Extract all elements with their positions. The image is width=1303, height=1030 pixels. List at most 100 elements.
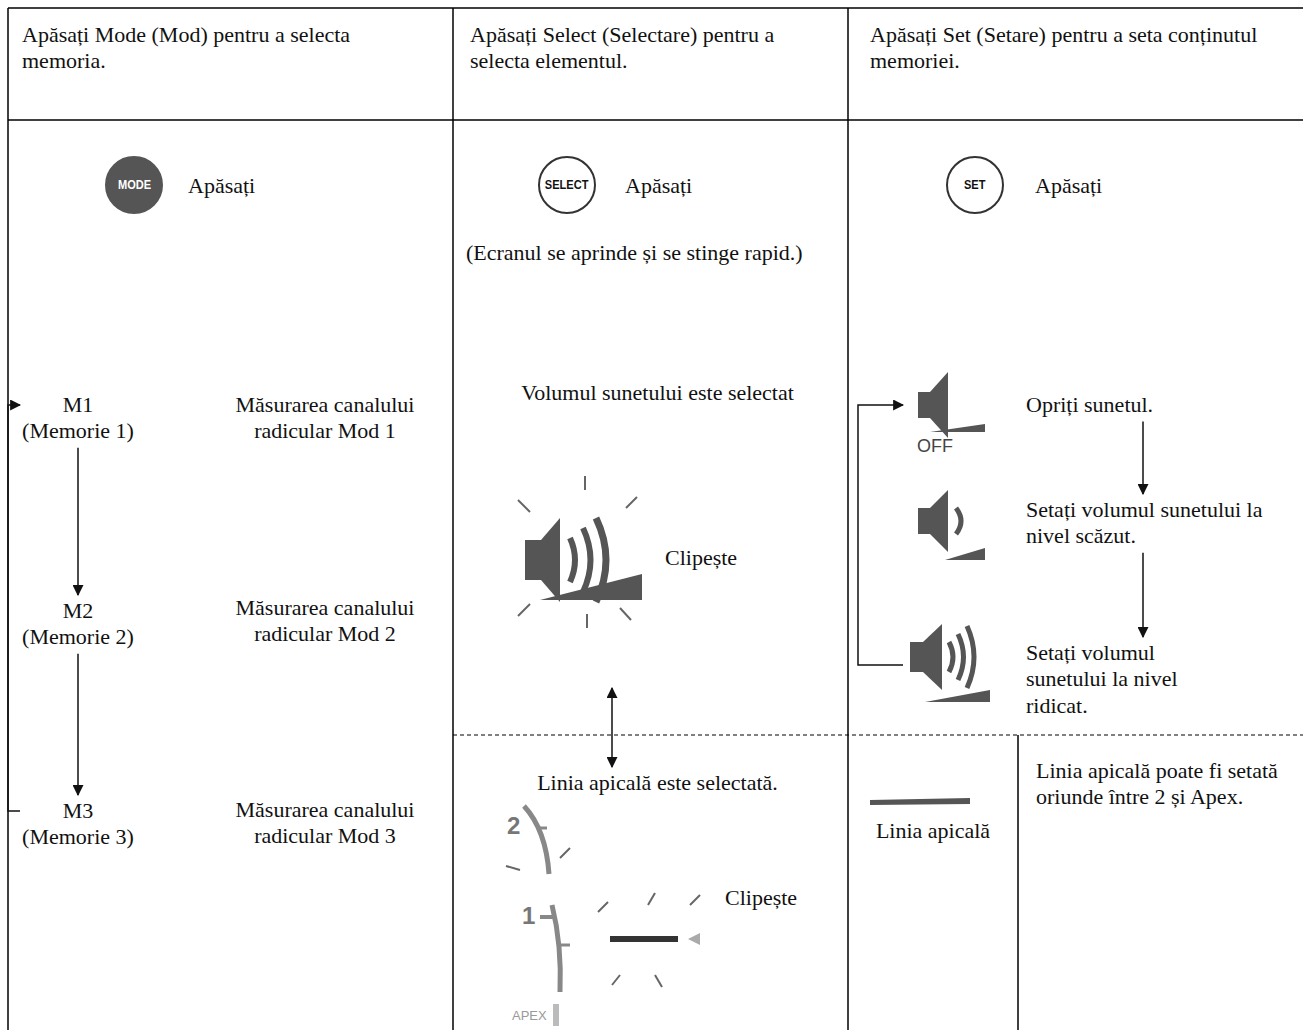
blink-note: Clipește [665, 545, 737, 571]
speaker-icon-selected [540, 574, 642, 600]
node-text: Linia apicală este selectată. [485, 770, 830, 796]
apical-scale [552, 905, 560, 992]
press-text: Apăsați [1035, 173, 1102, 199]
apical-line [688, 933, 700, 945]
apical-line [610, 933, 700, 945]
mode-description: Măsurarea canalului radicular Mod 3 [205, 797, 445, 850]
blink-rays [584, 476, 586, 490]
blink-rays [620, 608, 631, 620]
table-grid [8, 8, 1303, 1030]
instruction-text: Apăsați Set (Setare) pentru a seta conți… [870, 22, 1280, 75]
set-button: SET [946, 156, 1004, 214]
blink-rays [518, 604, 530, 616]
off-label: OFF [917, 436, 953, 458]
memory-item: M1 (Memorie 1) [22, 392, 134, 445]
blink-rays [655, 975, 662, 987]
flow-arrow [77, 448, 79, 595]
speaker-icon-low [930, 490, 948, 552]
node-text: M3 (Memorie 3) [22, 798, 134, 851]
blink-rays [612, 975, 620, 985]
blink-rays [506, 476, 700, 987]
apical-line-note: Linia apicală poate fi setată oriunde în… [1036, 758, 1294, 811]
selected-item: Volumul sunetului este selectat [485, 380, 830, 685]
blink-rays [598, 902, 608, 912]
speaker-icon-high [923, 624, 942, 690]
select-button: SELECT [538, 156, 596, 214]
apical-line [610, 936, 678, 942]
speaker-icon-low [956, 508, 961, 534]
node-text: MODE [117, 177, 150, 193]
speaker-icon-high [967, 626, 974, 688]
volume-setting: Setați volumul sunetului la nivel ridica… [905, 640, 1226, 719]
node-text: M2 (Memorie 2) [22, 598, 134, 651]
flow-arrow [1142, 421, 1144, 494]
apical-line-sample [870, 798, 970, 805]
node-text: SELECT [545, 177, 589, 193]
table-grid [452, 8, 454, 1030]
blink-rays [626, 497, 637, 508]
speaker-icon-selected [541, 518, 560, 602]
table-grid [8, 119, 1303, 121]
apical-scale [524, 806, 570, 992]
flow-arrow [8, 405, 20, 811]
apical-scale [560, 944, 570, 947]
speaker-icon-high [910, 624, 990, 702]
speaker-icon-low [945, 548, 985, 560]
scale-number: 1 [522, 902, 535, 931]
node-text: Opriți sunetul. [1026, 392, 1291, 418]
node-text: Volumul sunetului este selectat [485, 380, 830, 406]
apex-label: APEX [512, 1008, 547, 1024]
blink-note: Clipește [725, 885, 797, 911]
table-grid [1017, 735, 1019, 1030]
speaker-icon-high [910, 642, 923, 672]
table-grid [8, 7, 1303, 9]
blink-rays [506, 866, 520, 870]
speaker-icon-off [930, 372, 948, 438]
mode-button: MODE [105, 156, 163, 214]
speaker-icon-high [925, 690, 990, 702]
apical-scale [537, 827, 547, 830]
volume-setting: Setați volumul sunetului la nivel scăzut… [905, 497, 1291, 550]
scale-number: 2 [507, 812, 520, 841]
mode-description: Măsurarea canalului radicular Mod 2 [205, 595, 445, 648]
apex-bar [553, 1004, 559, 1026]
speaker-icon-selected [583, 528, 591, 592]
blink-rays [586, 614, 588, 628]
blink-rays [518, 500, 530, 512]
apical-scale [524, 806, 549, 874]
mode-description: Măsurarea canalului radicular Mod 1 [205, 392, 445, 445]
instruction-text: Apăsați Mode (Mod) pentru a selecta memo… [22, 22, 392, 75]
node-text: Setați volumul sunetului la nivel scăzut… [1026, 497, 1291, 550]
table-grid [453, 735, 1303, 736]
blink-rays [560, 848, 570, 858]
speaker-icon-selected [525, 518, 642, 602]
memory-item: M2 (Memorie 2) [22, 598, 134, 651]
flow-arrow [77, 654, 79, 795]
node-text: Setați volumul sunetului la nivel ridica… [1026, 640, 1226, 719]
blink-rays [690, 895, 700, 905]
speaker-icon-selected [525, 540, 541, 580]
selected-item: Linia apicală este selectată. [485, 770, 830, 796]
speaker-icon-low [918, 490, 985, 560]
node-text: SET [964, 177, 986, 193]
node-text: M1 (Memorie 1) [22, 392, 134, 445]
flow-arrow [858, 405, 903, 665]
speaker-icon-selected [570, 538, 575, 582]
speaker-icon-high [958, 634, 964, 680]
blink-rays [648, 893, 655, 905]
table-grid [847, 8, 849, 1030]
flow-arrow [1142, 553, 1144, 637]
memory-item: M3 (Memorie 3) [22, 798, 134, 851]
apical-line-sample [870, 798, 970, 805]
apical-line-label: Linia apicală [848, 818, 1018, 844]
press-text: Apăsați [188, 173, 255, 199]
volume-setting: Opriți sunetul. [905, 392, 1291, 418]
speaker-icon-off [918, 372, 985, 438]
note-text: (Ecranul se aprinde și se stinge rapid.) [466, 240, 826, 266]
flow-arrow [611, 688, 613, 767]
speaker-icon-off [918, 392, 930, 418]
